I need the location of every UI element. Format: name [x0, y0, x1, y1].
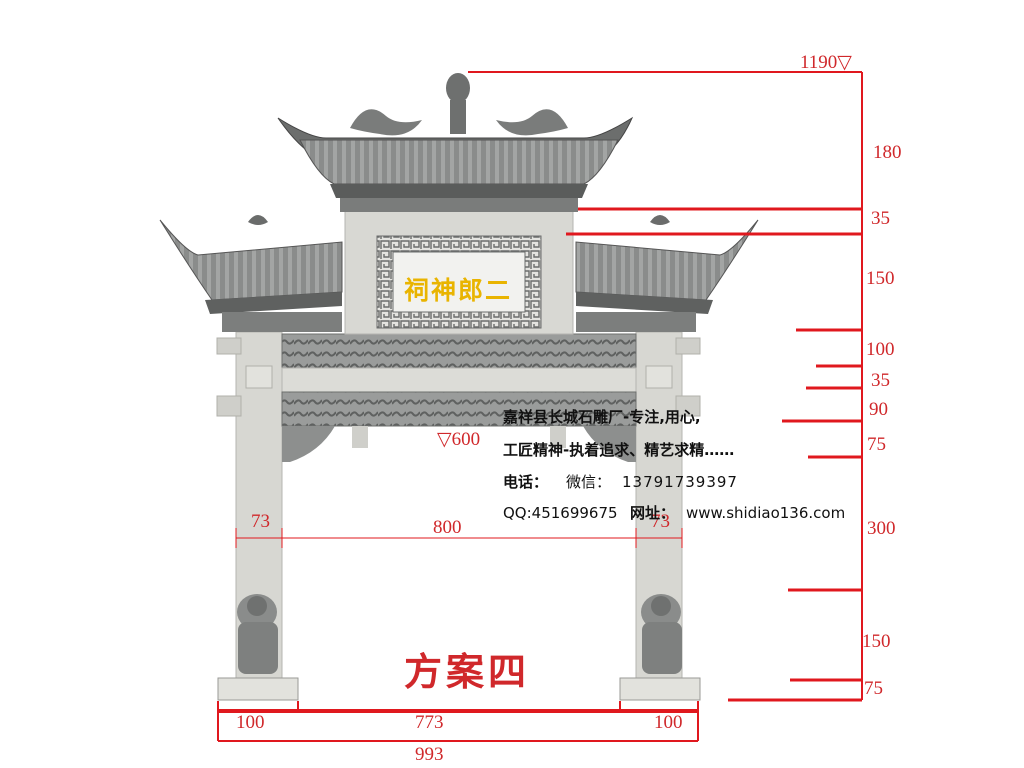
base-right-label: 100 — [654, 712, 683, 733]
left-bracket — [282, 426, 335, 462]
website-label: 网址： — [630, 504, 676, 522]
height-label-35-top: 35 — [871, 208, 890, 229]
right-lion-statue — [641, 594, 682, 674]
qq-number: QQ:451699675 — [503, 504, 618, 522]
height-label-75-bottom: 75 — [864, 678, 883, 699]
dimension-lines — [217, 71, 863, 742]
left-base — [217, 677, 299, 701]
plan-title: 方案四 — [404, 649, 531, 694]
lower-carved-beam — [281, 391, 637, 427]
base-middle-label: 773 — [415, 712, 444, 733]
beam-height-label: ▽600 — [437, 429, 481, 450]
upper-carved-beam — [281, 333, 637, 369]
plaque — [392, 251, 526, 313]
height-label-180: 180 — [873, 142, 902, 163]
height-label-90: 90 — [869, 399, 888, 420]
right-bracket — [583, 426, 636, 462]
company-slogan-line-2: 工匠精神-执着追求、精艺求精…… — [503, 441, 735, 459]
height-label-150-lower: 150 — [862, 631, 891, 652]
height-label-35-mid: 35 — [871, 370, 890, 391]
left-dragon-ornament — [350, 109, 422, 136]
right-pillar-width-label: 73 — [651, 511, 670, 532]
finial-post — [450, 100, 466, 134]
height-label-75-mid: 75 — [867, 434, 886, 455]
wechat-label: 微信： — [566, 473, 612, 491]
plaque-inscription: 祠神郎二 — [403, 276, 512, 305]
base-left-label: 100 — [236, 712, 265, 733]
beam-drop-right — [550, 426, 566, 448]
height-label-300: 300 — [867, 518, 896, 539]
phone-label: 电话： — [503, 473, 549, 491]
height-label-100: 100 — [866, 339, 895, 360]
left-lion-statue — [237, 594, 278, 674]
beam-drop-left — [352, 426, 368, 448]
base-total-label: 993 — [415, 744, 444, 765]
website-url: www.shidiao136.com — [686, 504, 846, 522]
left-pillar-width-label: 73 — [251, 511, 270, 532]
finial-pearl — [446, 73, 470, 103]
right-roof — [575, 215, 759, 332]
left-roof — [159, 215, 343, 332]
opening-width-label: 800 — [433, 517, 462, 538]
total-height-label: 1190▽ — [800, 52, 852, 73]
company-slogan-line-1: 嘉祥县长城石雕厂-专注,用心, — [503, 408, 701, 426]
right-base — [619, 677, 701, 701]
main-roof — [277, 73, 634, 212]
height-label-150-upper: 150 — [866, 268, 895, 289]
right-dragon-ornament — [496, 109, 568, 136]
middle-tie-beam — [281, 367, 637, 393]
phone-number: 13791739397 — [622, 473, 738, 491]
